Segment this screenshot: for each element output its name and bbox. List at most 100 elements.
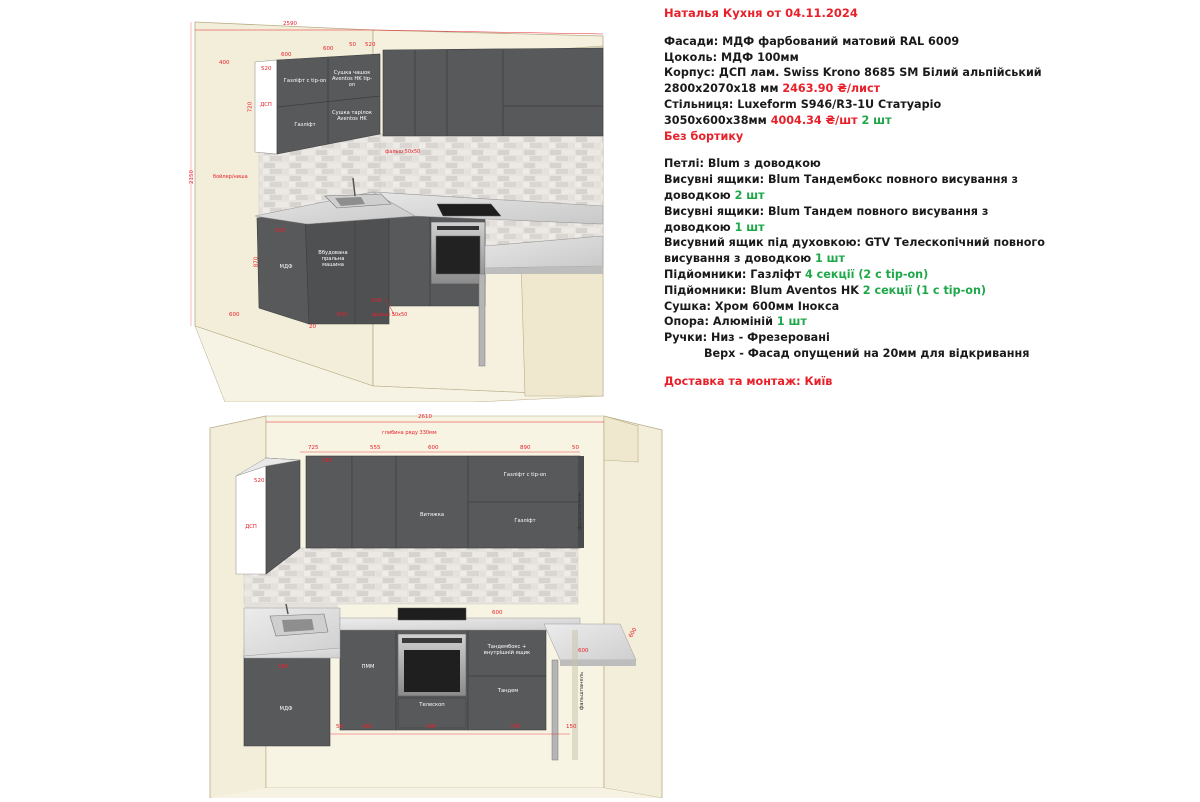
dim-front-u5: 890 (520, 445, 531, 451)
spec-facades: Фасади: МДФ фарбований матовий RAL 6009 (664, 34, 960, 48)
label-gaslift-top: Газліфт (294, 122, 316, 128)
dim-front-b2: 450 (362, 724, 373, 730)
bar-counter-front (543, 623, 637, 661)
spec-dryer: Сушка: Хром 600мм Інокса (664, 299, 840, 313)
dim-front-b1: 50 (336, 724, 343, 730)
spec-countertop-size: 3050x600x38мм 4004.34 ₴/шт 2 шт (664, 113, 1194, 129)
label-side-panel-front: фальшпанель (579, 671, 585, 711)
bar-support-leg-front (551, 659, 559, 761)
spec-delivery: Доставка та монтаж: Київ (664, 374, 833, 388)
dim-top-600b: 600 (337, 312, 348, 318)
dim-front-u6: 50 (572, 445, 579, 451)
hood-cabinet (395, 455, 469, 549)
kitchen-render-perspective-svg (190, 21, 604, 403)
label-gaslift-tip-top: Газліфт с tip-on (283, 78, 327, 84)
spec-lift1: Підйомники: Газліфт 4 секції (2 с tip-on… (664, 267, 1194, 283)
spec-drawers1-qty: 2 шт (734, 188, 765, 202)
label-hood-front: Витяжка (419, 512, 445, 518)
spec-drawers2-text: доводкою (664, 220, 735, 234)
dim-front-600c: 600 (578, 648, 589, 654)
dim-top-side: 400 (219, 60, 230, 66)
label-tandem-front: Тандем (497, 688, 519, 694)
project-title: Наталья Кухня от 04.11.2024 (664, 6, 858, 20)
label-mdf-front: МДФ (279, 706, 293, 712)
spec-lift2-text: Підйомники: Blum Aventos HK (664, 283, 863, 297)
dim-top-5: 520 (365, 42, 376, 48)
dim-front-600: 600 (492, 610, 503, 616)
spec-lift2: Підйомники: Blum Aventos HK 2 секції (1 … (664, 283, 1194, 299)
spec-body-price: 2463.90 ₴/лист (782, 82, 881, 96)
kitchen-render-perspective: Газліфт с tip-on Сушка чашок Aventos HK … (185, 6, 655, 403)
spec-oven-qty: 1 шт (814, 252, 846, 266)
bar-support-leg (478, 273, 486, 367)
label-boiler-top: бойлер/ниша (213, 174, 248, 180)
label-dryer-top: Сушка чашок Aventos HK tip-on (332, 70, 372, 88)
dim-top-upper-height: 720 (247, 101, 254, 113)
spec-body: Корпус: ДСП лам. Swiss Krono 8685 SM Біл… (664, 66, 1042, 80)
label-panel2-top: фальш 50х50 (372, 312, 408, 318)
spec-countertop: Стільниця: Luxeform S946/R3-1U Статуаріо (664, 97, 942, 111)
dim-front-b3: 600 (426, 724, 437, 730)
label-dsp-top: ДСП (260, 102, 272, 108)
label-dishwasher-top: Вбудована пральна машина (318, 250, 348, 268)
dim-top-3: 600 (323, 46, 334, 52)
spec-handles: Ручки: Низ - Фрезеровані (664, 331, 830, 345)
label-gaslift-tip-front: Газліфт с tip-on (503, 472, 547, 478)
dim-top-20: 20 (309, 324, 316, 330)
dim-top-4: 50 (349, 42, 356, 48)
spec-drawers2-qty: 1 шт (734, 220, 765, 234)
label-side-panel2-front: фальшпанель (577, 491, 583, 531)
spec-lift1-text: Підйомники: Газліфт (664, 267, 805, 281)
spec-countertop-price: 4004.34 ₴/шт (770, 113, 858, 127)
label-tandembox-front: Тандембокс + внутрішній ящик (483, 644, 531, 656)
dim-top-1: 520 (261, 66, 272, 72)
spec-lift2-qty: 2 секції (1 с tip-on) (862, 283, 987, 297)
dim-top-2: 600 (281, 52, 292, 58)
spec-countertop-qty: 2 шт (857, 113, 892, 127)
dim-front-b5: 150 (566, 724, 577, 730)
spec-no-edge: Без бортику (664, 129, 744, 143)
dim-top-600: 600 (229, 312, 240, 318)
spec-oven-text: висування з доводкою (664, 252, 815, 266)
spec-countertop-size-text: 3050x600x38мм (664, 113, 771, 127)
spec-oven-drawer-cont: висування з доводкою 1 шт (664, 251, 1194, 267)
spec-drawers1-cont: доводкою 2 шт (664, 188, 1194, 204)
dim-top-base-height: 870 (253, 256, 260, 268)
spec-support: Опора: Алюміній 1 шт (664, 314, 1194, 330)
spec-handles-upper: Верх - Фасад опущений на 20мм для відкри… (704, 346, 1030, 360)
kitchen-render-front-svg (209, 415, 663, 799)
spec-body-size-text: 2800x2070x18 мм (664, 82, 783, 96)
label-telescope-front: Телескоп (419, 702, 445, 708)
spec-drawers2: Висувні ящики: Blum Тандем повного висув… (664, 204, 989, 218)
spec-oven-drawer: Висувний ящик під духовкою: GTV Телескоп… (664, 236, 1045, 250)
dim-front-u4: 600 (428, 445, 439, 451)
spec-support-text: Опора: Алюміній (664, 315, 777, 329)
label-gaslift-front: Газліфт (514, 518, 536, 524)
spec-lift1-qty: 4 секції (2 с tip-on) (804, 267, 929, 281)
spec-body-size: 2800x2070x18 мм 2463.90 ₴/лист (664, 81, 1194, 97)
dim-front-total-width: 2610 (418, 414, 432, 420)
spec-support-qty: 1 шт (776, 315, 807, 329)
dim-top-350: 350 (371, 298, 382, 304)
dim-front-580: 580 (278, 664, 289, 670)
label-dsp-front: ДСП (245, 524, 257, 530)
kitchen-render-front: Газліфт с tip-on Газліфт Витяжка ДСП МДФ… (200, 408, 670, 799)
hob-front (397, 607, 467, 621)
label-upper-depth-front: глибина ряду 330мм (382, 430, 437, 436)
dim-top-base-depth: 580 (275, 228, 286, 234)
label-panel1-top: фальш 50х50 (385, 149, 421, 155)
dim-front-520: 520 (254, 478, 265, 484)
dim-front-u1: 725 (308, 445, 319, 451)
dim-top-total-width: 2590 (283, 21, 297, 27)
dim-front-b4: 790 (510, 724, 521, 730)
label-mdf-top: МДФ (279, 264, 293, 270)
spec-plinth: Цоколь: МДФ 100мм (664, 50, 799, 64)
spec-panel: Наталья Кухня от 04.11.2024 Фасади: МДФ … (664, 6, 1194, 390)
spec-drawers2-cont: доводкою 1 шт (664, 220, 1194, 236)
label-pmm-front: ПММ (361, 664, 375, 670)
spec-drawers1: Висувні ящики: Blum Тандембокс повного в… (664, 173, 1019, 187)
hob (436, 203, 502, 217)
label-dryer2-top: Сушка тарілок Aventos HK (332, 110, 372, 122)
spec-hinges: Петлі: Blum з доводкою (664, 157, 821, 171)
dim-front-u3: 555 (370, 445, 381, 451)
